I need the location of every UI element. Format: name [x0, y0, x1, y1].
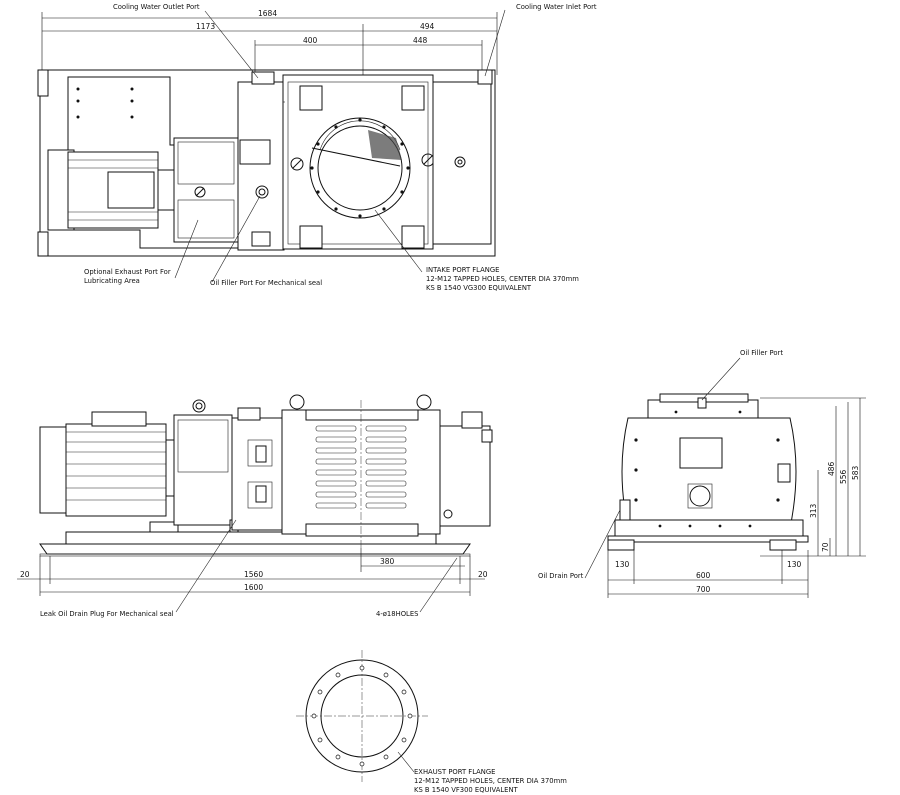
front-gearbox — [231, 407, 285, 531]
label-intake-3: KS B 1540 VG300 EQUIVALENT — [426, 284, 532, 292]
dim-top-overall: 1684 — [258, 9, 277, 18]
dim-side-130-left: 130 — [615, 560, 630, 569]
top-leaders — [174, 9, 506, 283]
front-base — [39, 543, 471, 555]
front-pump-body — [281, 394, 441, 548]
intake-flange — [309, 117, 411, 219]
top-coupling — [173, 137, 239, 243]
dim-front-20-right: 20 — [478, 570, 488, 579]
dim-top-448: 448 — [413, 36, 428, 45]
dim-side-486: 486 — [827, 461, 836, 476]
dim-front-20-left: 20 — [20, 570, 30, 579]
label-exhaust-3: KS B 1540 VF300 EQUIVALENT — [414, 786, 519, 794]
label-cooling-inlet: Cooling Water Inlet Port — [516, 3, 597, 11]
top-base-plate — [39, 69, 496, 257]
dim-side-313: 313 — [809, 503, 818, 518]
exhaust-flange — [296, 650, 428, 782]
label-intake-2: 12-M12 TAPPED HOLES, CENTER DIA 370mm — [426, 275, 579, 283]
label-exhaust-1: EXHAUST PORT FLANGE — [414, 768, 495, 776]
top-view: 1684 1173 494 400 448 — [37, 3, 597, 292]
dim-front-1600: 1600 — [244, 583, 263, 592]
dim-side-600: 600 — [696, 571, 711, 580]
front-end-cover — [439, 411, 493, 527]
top-pump-body — [282, 74, 435, 250]
label-cooling-outlet: Cooling Water Outlet Port — [113, 3, 200, 11]
front-motor — [39, 411, 179, 533]
dim-side-700: 700 — [696, 585, 711, 594]
top-view-dimensions: 1684 1173 494 400 448 — [41, 9, 498, 80]
label-leak-drain: Leak Oil Drain Plug For Mechanical seal — [40, 610, 174, 618]
dim-top-1173: 1173 — [196, 22, 215, 31]
label-oil-filler: Oil Filler Port — [740, 349, 783, 357]
front-leaders — [175, 519, 458, 613]
dim-front-380: 380 — [380, 557, 395, 566]
side-leaders — [584, 357, 741, 579]
dim-side-583: 583 — [851, 465, 860, 480]
dim-front-1560: 1560 — [244, 570, 263, 579]
label-holes: 4-ø18HOLES — [376, 610, 418, 618]
front-view-dimensions: 20 20 1560 1600 380 — [17, 548, 488, 596]
front-view: 20 20 1560 1600 380 Leak Oil Drain Plug … — [17, 394, 493, 618]
label-oil-filler-seal: Oil Filler Port For Mechanical seal — [210, 279, 322, 287]
pump-fins — [315, 425, 407, 509]
top-end-cover — [251, 69, 493, 245]
side-bolts — [634, 410, 780, 528]
top-gearbox — [237, 81, 285, 251]
side-body — [621, 417, 797, 529]
front-coupling — [173, 399, 239, 533]
dim-side-70: 70 — [821, 542, 830, 552]
dim-top-400: 400 — [303, 36, 318, 45]
label-oil-drain: Oil Drain Port — [538, 572, 584, 580]
side-view-dimensions: 130 130 600 700 583 556 486 313 70 — [607, 397, 866, 598]
top-motor — [47, 149, 175, 231]
dim-top-494: 494 — [420, 22, 435, 31]
label-intake-1: INTAKE PORT FLANGE — [426, 266, 499, 274]
label-exhaust-2: 12-M12 TAPPED HOLES, CENTER DIA 370mm — [414, 777, 567, 785]
dim-side-130-right: 130 — [787, 560, 802, 569]
mount-bolts — [76, 87, 134, 119]
side-view: 130 130 600 700 583 556 486 313 70 Oil F… — [538, 349, 866, 598]
dim-side-556: 556 — [839, 469, 848, 484]
label-optional-exhaust-2: Lubricating Area — [84, 277, 140, 285]
label-optional-exhaust-1: Optional Exhaust Port For — [84, 268, 171, 276]
